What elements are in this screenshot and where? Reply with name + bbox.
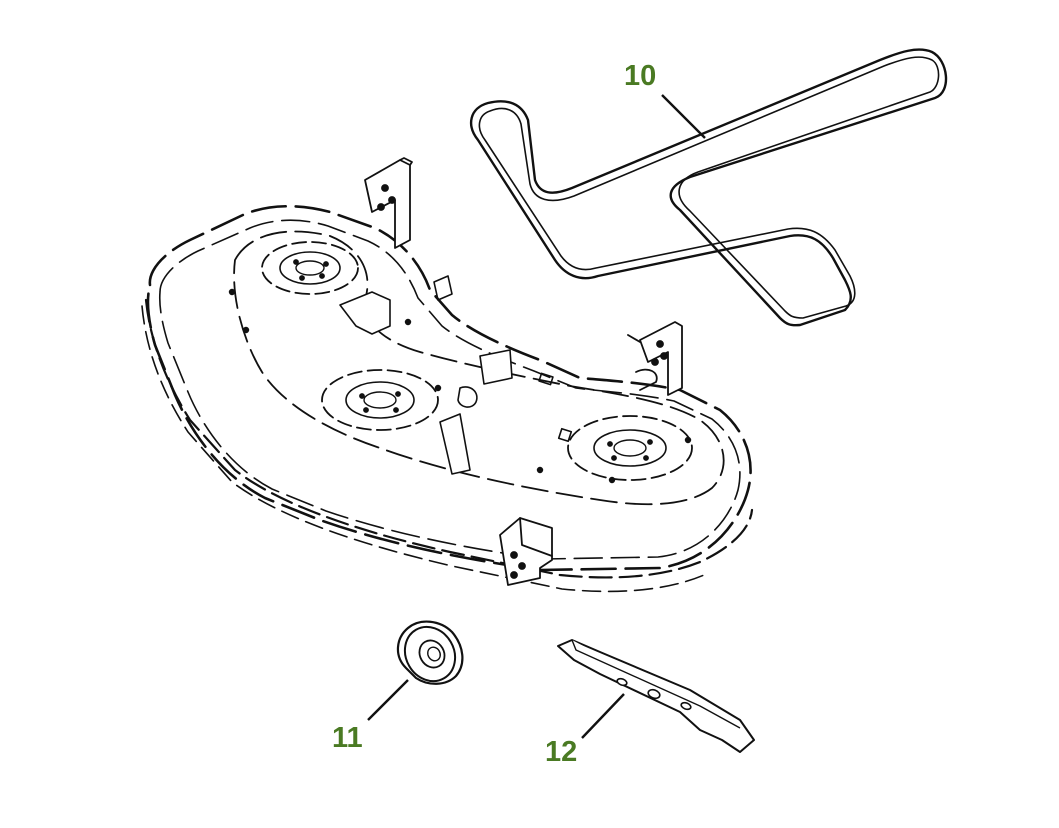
callout-leader-12 (581, 693, 625, 739)
deck-hardware (228, 275, 692, 484)
drive-belt (469, 48, 948, 327)
callout-leader-11 (367, 679, 409, 721)
gauge-wheel (367, 620, 464, 721)
bracket-rear-right (627, 321, 683, 396)
spindle-left (261, 241, 359, 295)
callout-number-12: 12 (545, 736, 578, 768)
bracket-front (499, 517, 553, 586)
bracket-rear-left (364, 157, 413, 249)
callout-leader-10 (661, 94, 706, 139)
spindle-center (321, 369, 439, 431)
mower-deck-phantom (141, 157, 754, 593)
spindle-right (567, 415, 693, 481)
callout-number-11: 11 (332, 722, 363, 754)
mower-blade (557, 639, 755, 753)
callout-number-10: 10 (624, 60, 657, 92)
